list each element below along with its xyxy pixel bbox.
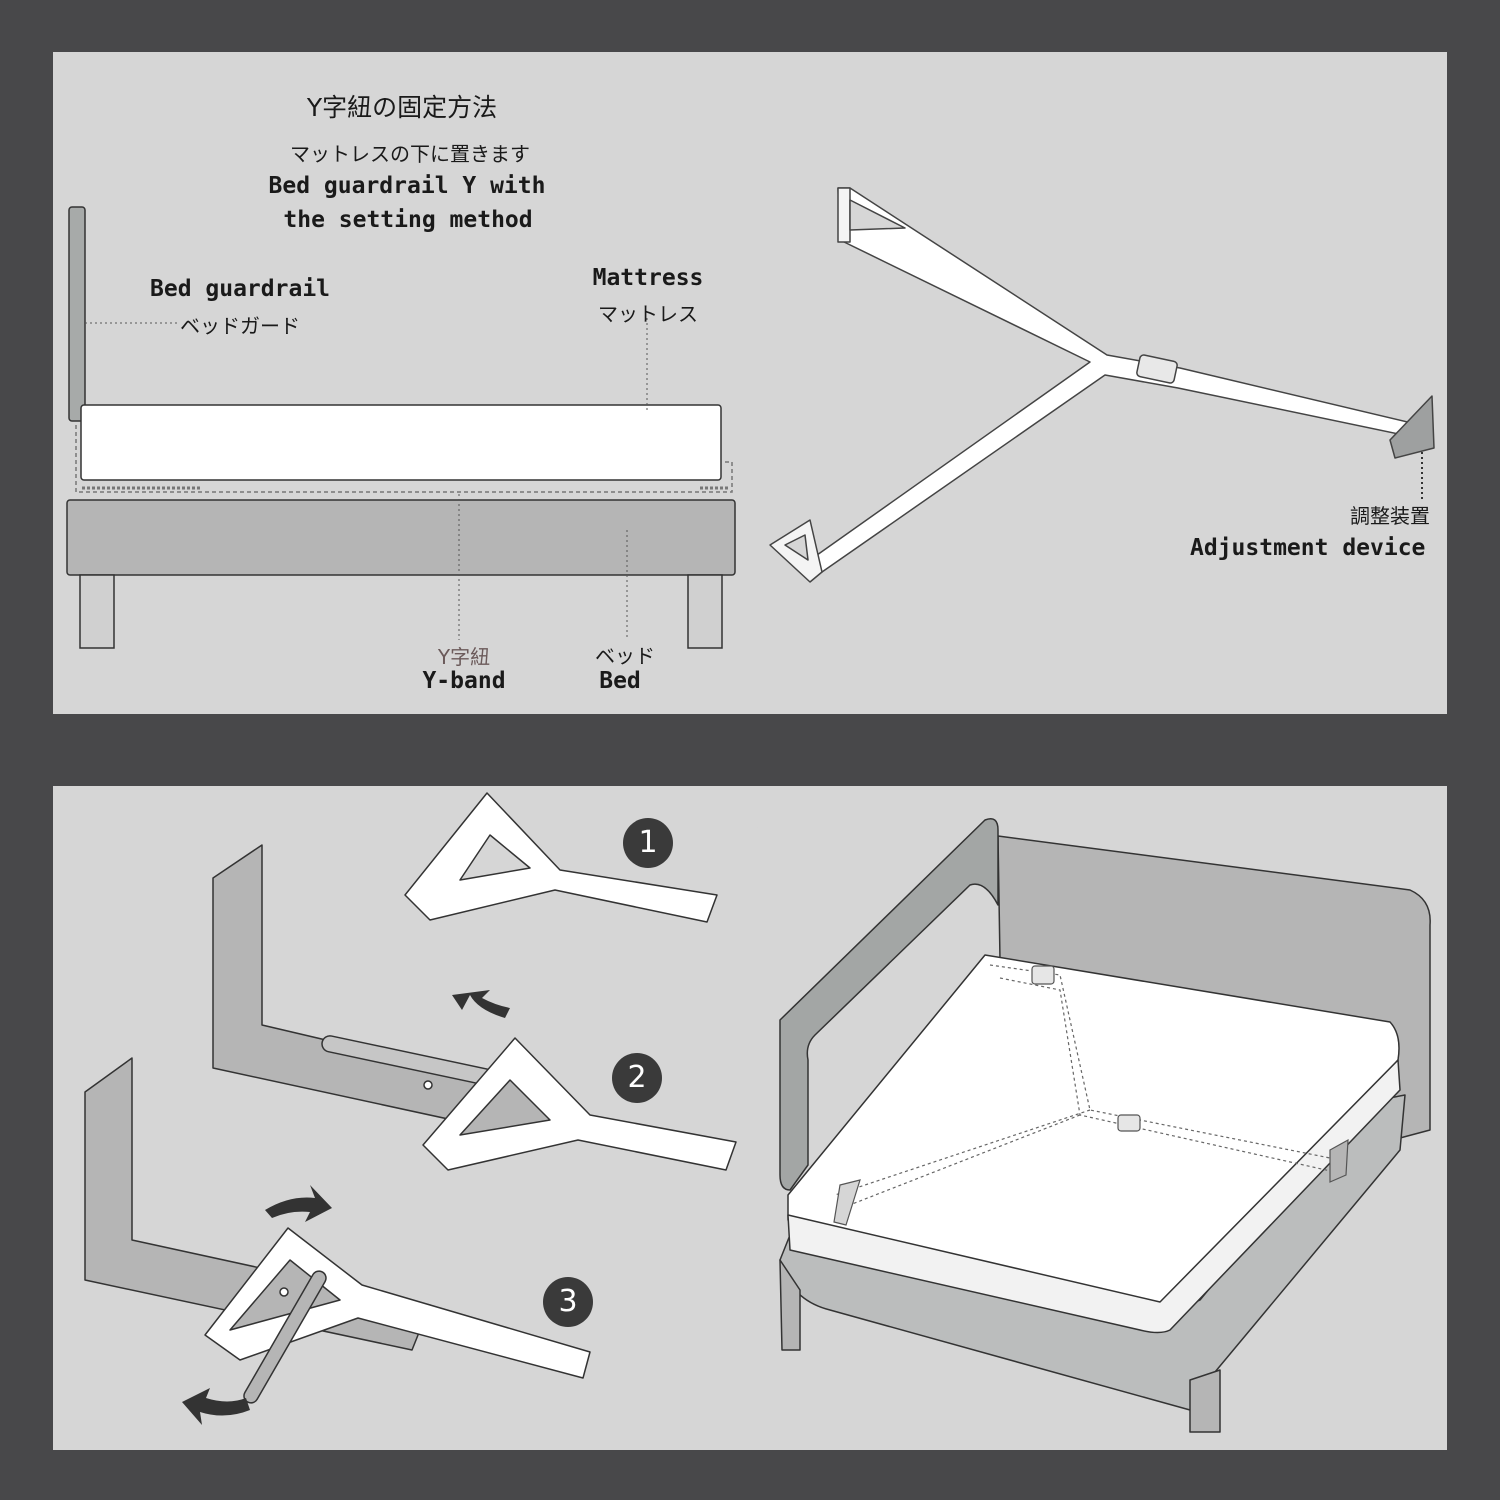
step-number-1: 1 — [638, 825, 658, 860]
panel-notch — [660, 648, 840, 714]
bed-guardrail-perspective — [779, 818, 999, 1191]
y-strap-under-mattress — [834, 964, 1341, 1209]
mattress-shape — [80, 404, 722, 481]
guardrail-l-frame-3 — [84, 1057, 591, 1404]
bed-label-en: Bed — [599, 668, 641, 694]
strap-buckle — [1136, 354, 1178, 384]
step-circle-2 — [612, 1053, 662, 1103]
adjust-label-jp: 調整装置 — [1350, 504, 1430, 528]
bed-perspective — [779, 818, 1431, 1433]
yband-label-en: Y-band — [422, 668, 506, 694]
title-jp: Y字紐の固定方法 — [306, 93, 498, 122]
step-circle-3 — [543, 1277, 593, 1327]
panel-notch-bottom — [660, 786, 840, 852]
arrow-left-2-icon — [452, 990, 510, 1018]
bed-label-jp: ベッド — [595, 644, 655, 668]
y-strap — [769, 187, 1435, 583]
arrow-right-3-icon — [265, 1185, 332, 1222]
guardrail-label-en: Bed guardrail — [150, 276, 331, 302]
adjustment-clip — [1389, 395, 1435, 459]
subtitle-jp: マットレスの下に置きます — [290, 142, 530, 166]
step-1-strap — [404, 792, 718, 923]
mattress-label-en: Mattress — [592, 265, 704, 291]
arrow-left-3-icon — [182, 1388, 250, 1425]
guardrail-label-jp: ベッドガード — [180, 314, 300, 338]
step-circle-1 — [623, 818, 673, 868]
step-2-strap — [422, 1037, 737, 1171]
guardrail-post — [68, 206, 86, 422]
bed-base — [66, 499, 736, 576]
bed-leg-left — [79, 574, 115, 649]
strap-buckles-perspective — [833, 965, 1349, 1226]
bed-leg-right — [687, 574, 723, 649]
yband-dashed — [75, 425, 733, 493]
title-en-line1: Bed guardrail Y with — [268, 173, 546, 199]
mattress-label-jp: マットレス — [598, 302, 698, 326]
step-number-2: 2 — [627, 1060, 647, 1095]
step-number-3: 3 — [558, 1284, 578, 1319]
title-en-line2: the setting method — [283, 207, 533, 233]
side-view-bed — [66, 206, 736, 649]
adjust-label-en: Adjustment device — [1190, 535, 1426, 561]
yband-label-jp: Y字紐 — [437, 645, 491, 669]
